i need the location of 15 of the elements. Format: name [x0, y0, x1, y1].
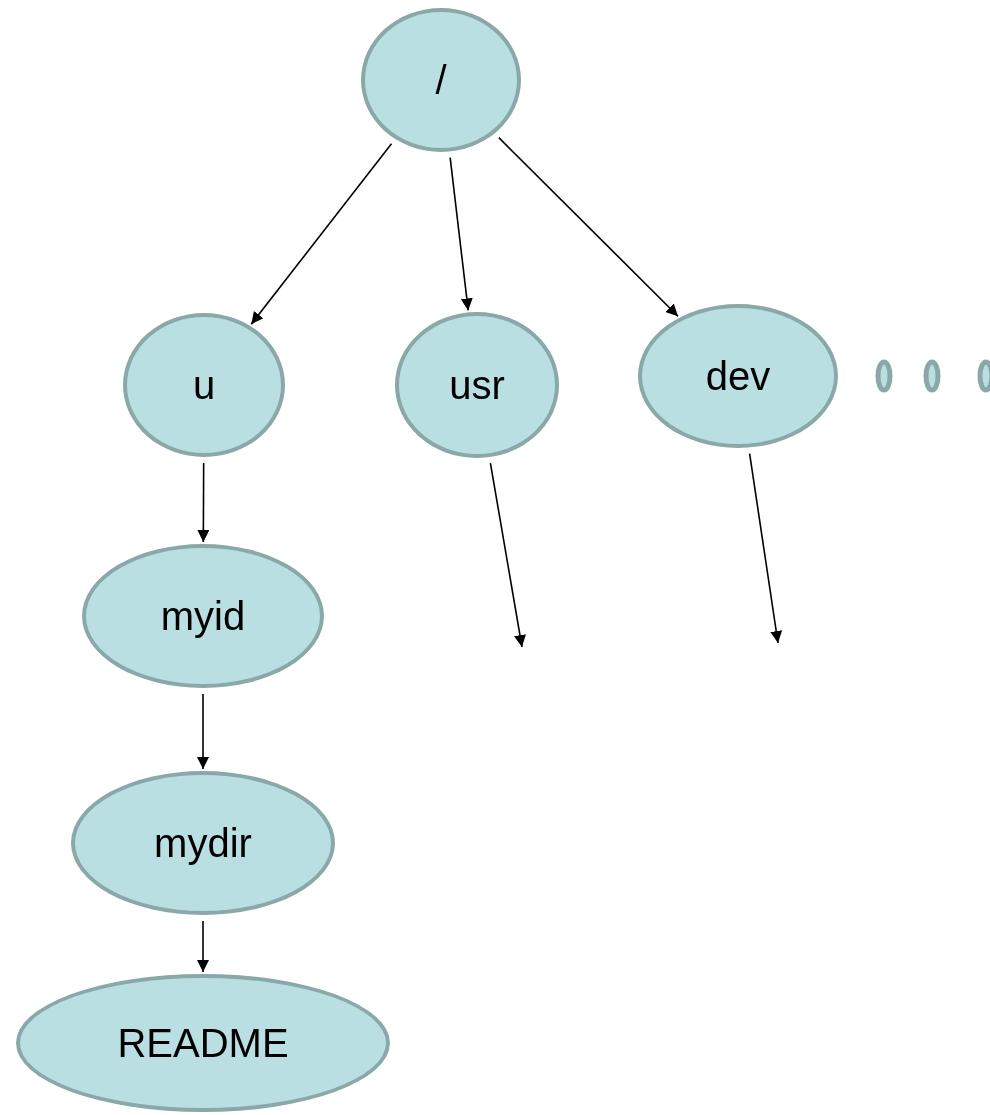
arrow	[197, 693, 209, 770]
node-label: u	[192, 365, 216, 405]
node-label: mydir	[154, 823, 252, 863]
arrow	[498, 136, 679, 318]
node-label: /	[435, 60, 447, 100]
node-label: dev	[705, 356, 771, 396]
node-label: myid	[160, 596, 246, 636]
arrow	[197, 920, 209, 973]
arrow	[748, 452, 783, 644]
node-label: README	[117, 1023, 289, 1063]
arrow	[197, 462, 210, 543]
arrow	[449, 156, 473, 312]
node-label: usr	[449, 365, 505, 405]
arrow	[250, 142, 393, 325]
arrow	[489, 462, 526, 648]
